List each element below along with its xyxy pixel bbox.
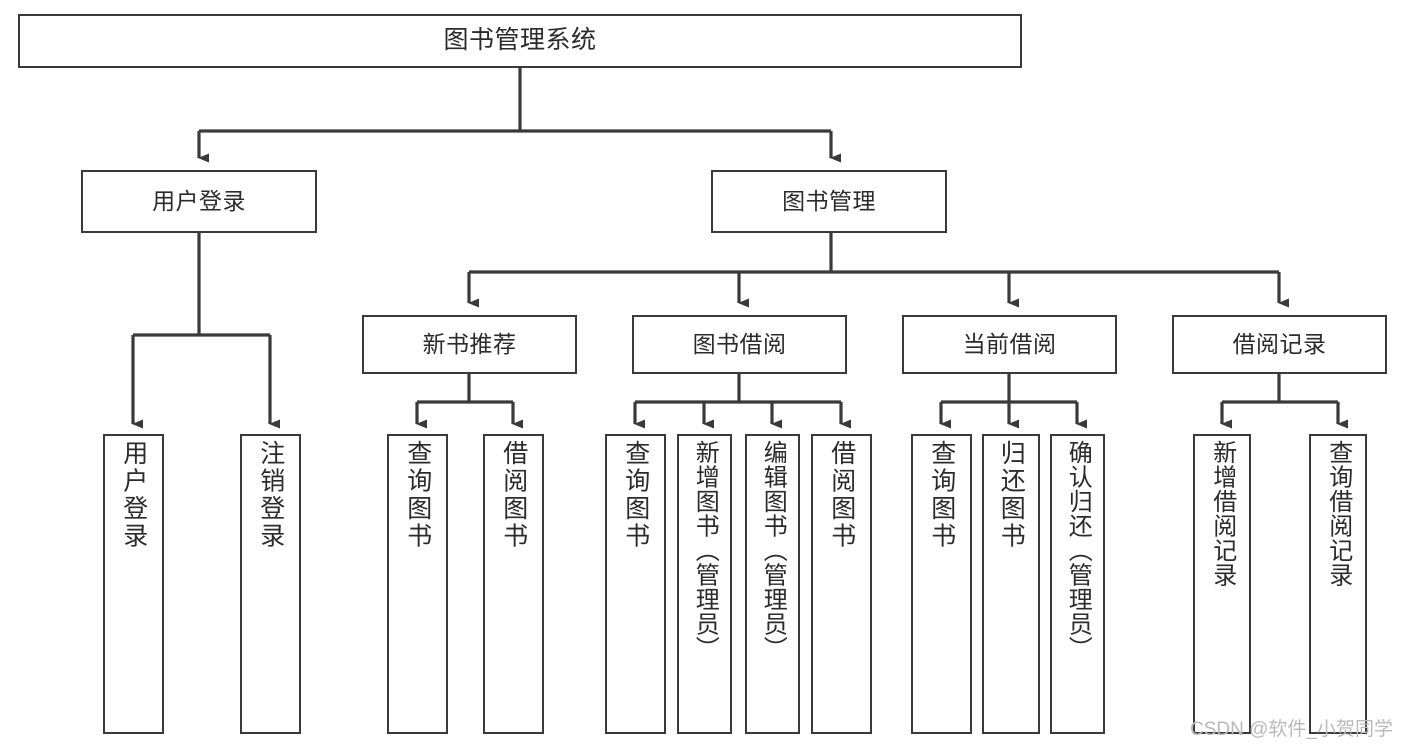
node-user-login[interactable]: 用户登录: [81, 170, 317, 233]
node-leaf-query-books-1[interactable]: 查询图书: [387, 434, 448, 734]
node-label: 查询图书: [403, 440, 432, 550]
node-label: 借阅记录: [1232, 330, 1327, 357]
node-label: 当前借阅: [962, 330, 1057, 357]
node-leaf-user-login[interactable]: 用户登录: [103, 434, 164, 734]
node-label: 用户登录: [152, 187, 246, 214]
node-label: 用户登录: [119, 440, 148, 550]
node-leaf-query-books-3[interactable]: 查询图书: [911, 434, 972, 734]
node-leaf-confirm-return-admin[interactable]: 确认归还（管理员）: [1050, 434, 1105, 734]
watermark-text: CSDN @软件_小贺同学: [1190, 719, 1393, 740]
node-label: 新增借阅记录: [1208, 440, 1236, 587]
node-label: 注销登录: [256, 440, 285, 550]
node-label: 借阅图书: [827, 440, 856, 550]
node-label: 查询图书: [621, 440, 650, 550]
node-leaf-borrow-books-1[interactable]: 借阅图书: [483, 434, 544, 734]
node-current-borrowing[interactable]: 当前借阅: [902, 315, 1117, 374]
node-leaf-edit-book-admin[interactable]: 编辑图书（管理员）: [745, 434, 800, 734]
node-label: 图书管理系统: [443, 26, 597, 55]
node-leaf-add-book-admin[interactable]: 新增图书（管理员）: [677, 434, 732, 734]
node-label: 新增图书（管理员）: [691, 440, 719, 661]
node-new-book-recommendation[interactable]: 新书推荐: [362, 315, 577, 374]
node-leaf-logout[interactable]: 注销登录: [240, 434, 301, 734]
csdn-watermark: CSDN @软件_小贺同学: [1190, 714, 1393, 741]
node-book-management[interactable]: 图书管理: [711, 170, 947, 233]
node-label: 编辑图书（管理员）: [759, 440, 787, 661]
node-label: 图书借阅: [692, 330, 787, 357]
node-label: 归还图书: [997, 440, 1026, 550]
node-label: 借阅图书: [499, 440, 528, 550]
node-leaf-query-books-2[interactable]: 查询图书: [605, 434, 666, 734]
node-root-book-management-system[interactable]: 图书管理系统: [18, 14, 1022, 68]
node-leaf-borrow-books-2[interactable]: 借阅图书: [811, 434, 872, 734]
node-label: 新书推荐: [422, 330, 517, 357]
node-label: 查询图书: [927, 440, 956, 550]
node-label: 图书管理: [782, 187, 876, 214]
node-label: 确认归还（管理员）: [1064, 440, 1092, 661]
node-label: 查询借阅记录: [1324, 440, 1352, 587]
node-book-borrowing[interactable]: 图书借阅: [632, 315, 847, 374]
node-leaf-return-books[interactable]: 归还图书: [982, 434, 1040, 734]
node-leaf-query-borrow-record[interactable]: 查询借阅记录: [1309, 434, 1367, 734]
node-leaf-add-borrow-record[interactable]: 新增借阅记录: [1193, 434, 1251, 734]
node-borrowing-record[interactable]: 借阅记录: [1172, 315, 1387, 374]
